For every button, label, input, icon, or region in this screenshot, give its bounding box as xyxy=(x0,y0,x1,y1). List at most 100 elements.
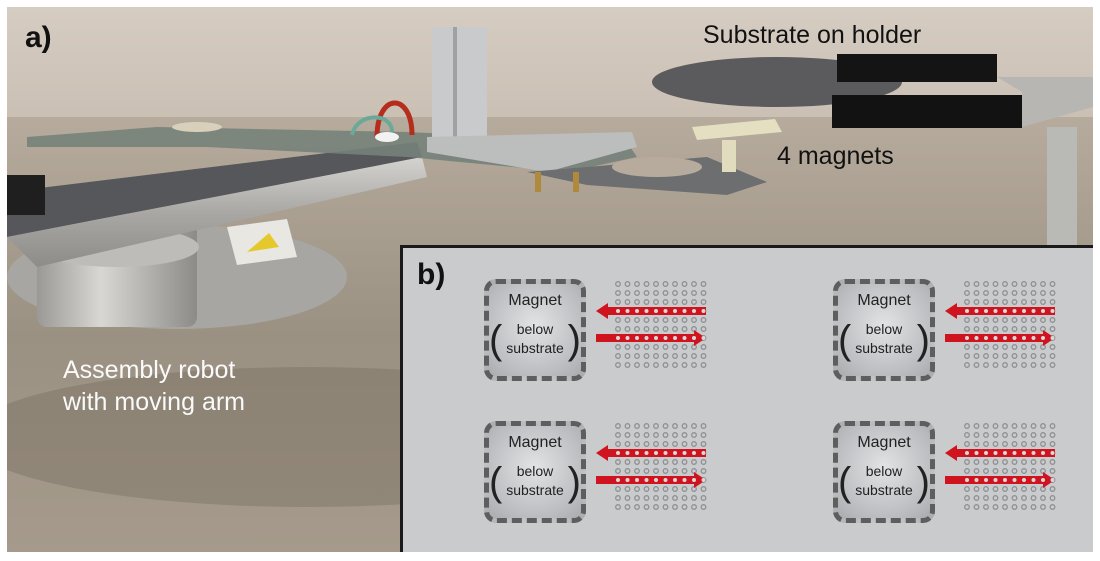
field-dot-on-arrow xyxy=(682,451,687,455)
field-dot xyxy=(1049,362,1056,368)
field-dot-on-arrow xyxy=(1012,451,1017,455)
field-dot xyxy=(992,362,999,368)
robot-upper-arm-edge xyxy=(7,157,427,267)
field-dot xyxy=(653,495,659,501)
field-dot-on-arrow xyxy=(974,451,979,455)
red-tube xyxy=(374,100,415,138)
field-dot xyxy=(672,423,678,429)
magnet-sub-line1: below xyxy=(865,321,903,337)
field-dot xyxy=(1011,495,1018,501)
field-dot xyxy=(624,468,631,474)
field-dot xyxy=(624,495,631,501)
field-dot-on-arrow xyxy=(974,336,979,340)
mounting-plate xyxy=(427,132,637,172)
field-dot xyxy=(1030,326,1037,332)
field-dot xyxy=(983,317,989,323)
field-dot xyxy=(700,299,707,305)
field-dot xyxy=(1021,468,1027,474)
field-dot xyxy=(624,353,631,359)
magnet-box: Magnet ( below substrate ) xyxy=(833,421,935,523)
field-dot xyxy=(964,317,970,323)
field-dot xyxy=(643,353,650,359)
field-dot xyxy=(634,362,640,368)
field-dot xyxy=(691,504,697,510)
paren-right: ) xyxy=(916,318,930,362)
field-dot-on-arrow xyxy=(1003,451,1007,455)
arrow-left-icon xyxy=(596,303,706,319)
magnet-unit: Magnet ( below substrate ) xyxy=(833,279,1063,399)
field-dot xyxy=(634,459,640,465)
field-dot xyxy=(1030,468,1037,474)
paren-left: ( xyxy=(838,460,852,504)
field-dot xyxy=(691,281,697,287)
field-dot xyxy=(643,432,650,438)
field-dot xyxy=(615,495,621,501)
field-dot xyxy=(1002,362,1008,368)
field-dot xyxy=(1030,290,1037,296)
magnet-subtitle: below substrate xyxy=(489,462,581,500)
arrow-left-icon xyxy=(945,303,1055,319)
field-dot xyxy=(973,299,980,305)
field-dot xyxy=(1040,495,1046,501)
field-dot xyxy=(634,281,640,287)
field-dot xyxy=(653,423,659,429)
field-dot xyxy=(662,459,669,465)
field-dot xyxy=(653,468,659,474)
field-dot xyxy=(615,281,621,287)
field-dot-on-arrow xyxy=(984,336,988,340)
field-dot xyxy=(1049,432,1056,438)
field-dot xyxy=(700,281,707,287)
magnet-sub-line1: below xyxy=(516,321,554,337)
field-dot xyxy=(1002,317,1008,323)
field-dot xyxy=(1021,495,1027,501)
magnet-sub-line2: substrate xyxy=(855,482,913,498)
field-dot xyxy=(615,441,621,447)
field-dot xyxy=(1011,362,1018,368)
caption-4-magnets: 4 magnets xyxy=(777,142,894,170)
field-dot xyxy=(1049,299,1056,305)
field-dot xyxy=(973,281,980,287)
field-dot-on-arrow xyxy=(701,451,706,455)
field-dot xyxy=(691,441,697,447)
field-dot xyxy=(681,441,688,447)
field-dot xyxy=(653,486,659,492)
field-dot xyxy=(1049,326,1056,332)
field-dot xyxy=(1002,326,1008,332)
field-dot xyxy=(1040,290,1046,296)
field-dot-on-arrow xyxy=(644,336,649,340)
field-dot xyxy=(1011,326,1018,332)
field-dot xyxy=(672,281,678,287)
field-dot-on-arrow xyxy=(635,336,639,340)
field-dot xyxy=(1040,317,1046,323)
field-dot xyxy=(983,281,989,287)
field-dot-on-arrow xyxy=(625,478,630,482)
magnet-sub-line2: substrate xyxy=(506,340,564,356)
field-dot xyxy=(1021,423,1027,429)
magnet-sub-line2: substrate xyxy=(855,340,913,356)
field-dot xyxy=(634,432,640,438)
field-dot xyxy=(1049,281,1056,287)
field-dot xyxy=(634,353,640,359)
field-dot-on-arrow xyxy=(965,478,969,482)
field-dot xyxy=(643,441,650,447)
field-dot-on-arrow xyxy=(654,451,658,455)
field-dot xyxy=(992,299,999,305)
field-dot xyxy=(1030,317,1037,323)
field-dot xyxy=(1030,423,1037,429)
field-dot xyxy=(992,504,999,510)
field-dot xyxy=(964,432,970,438)
field-dot xyxy=(964,423,970,429)
magnet-title: Magnet xyxy=(857,292,911,309)
field-dot xyxy=(964,468,970,474)
field-dot-on-arrow xyxy=(625,451,630,455)
field-dot-on-arrow xyxy=(1012,309,1017,313)
field-dot xyxy=(1002,486,1008,492)
field-dot xyxy=(1011,353,1018,359)
field-diagram xyxy=(596,281,707,368)
field-dot-on-arrow xyxy=(974,309,979,313)
field-dot xyxy=(672,317,678,323)
field-dot xyxy=(691,495,697,501)
field-dot xyxy=(1049,468,1056,474)
field-dot xyxy=(1030,344,1037,350)
field-dot xyxy=(672,326,678,332)
